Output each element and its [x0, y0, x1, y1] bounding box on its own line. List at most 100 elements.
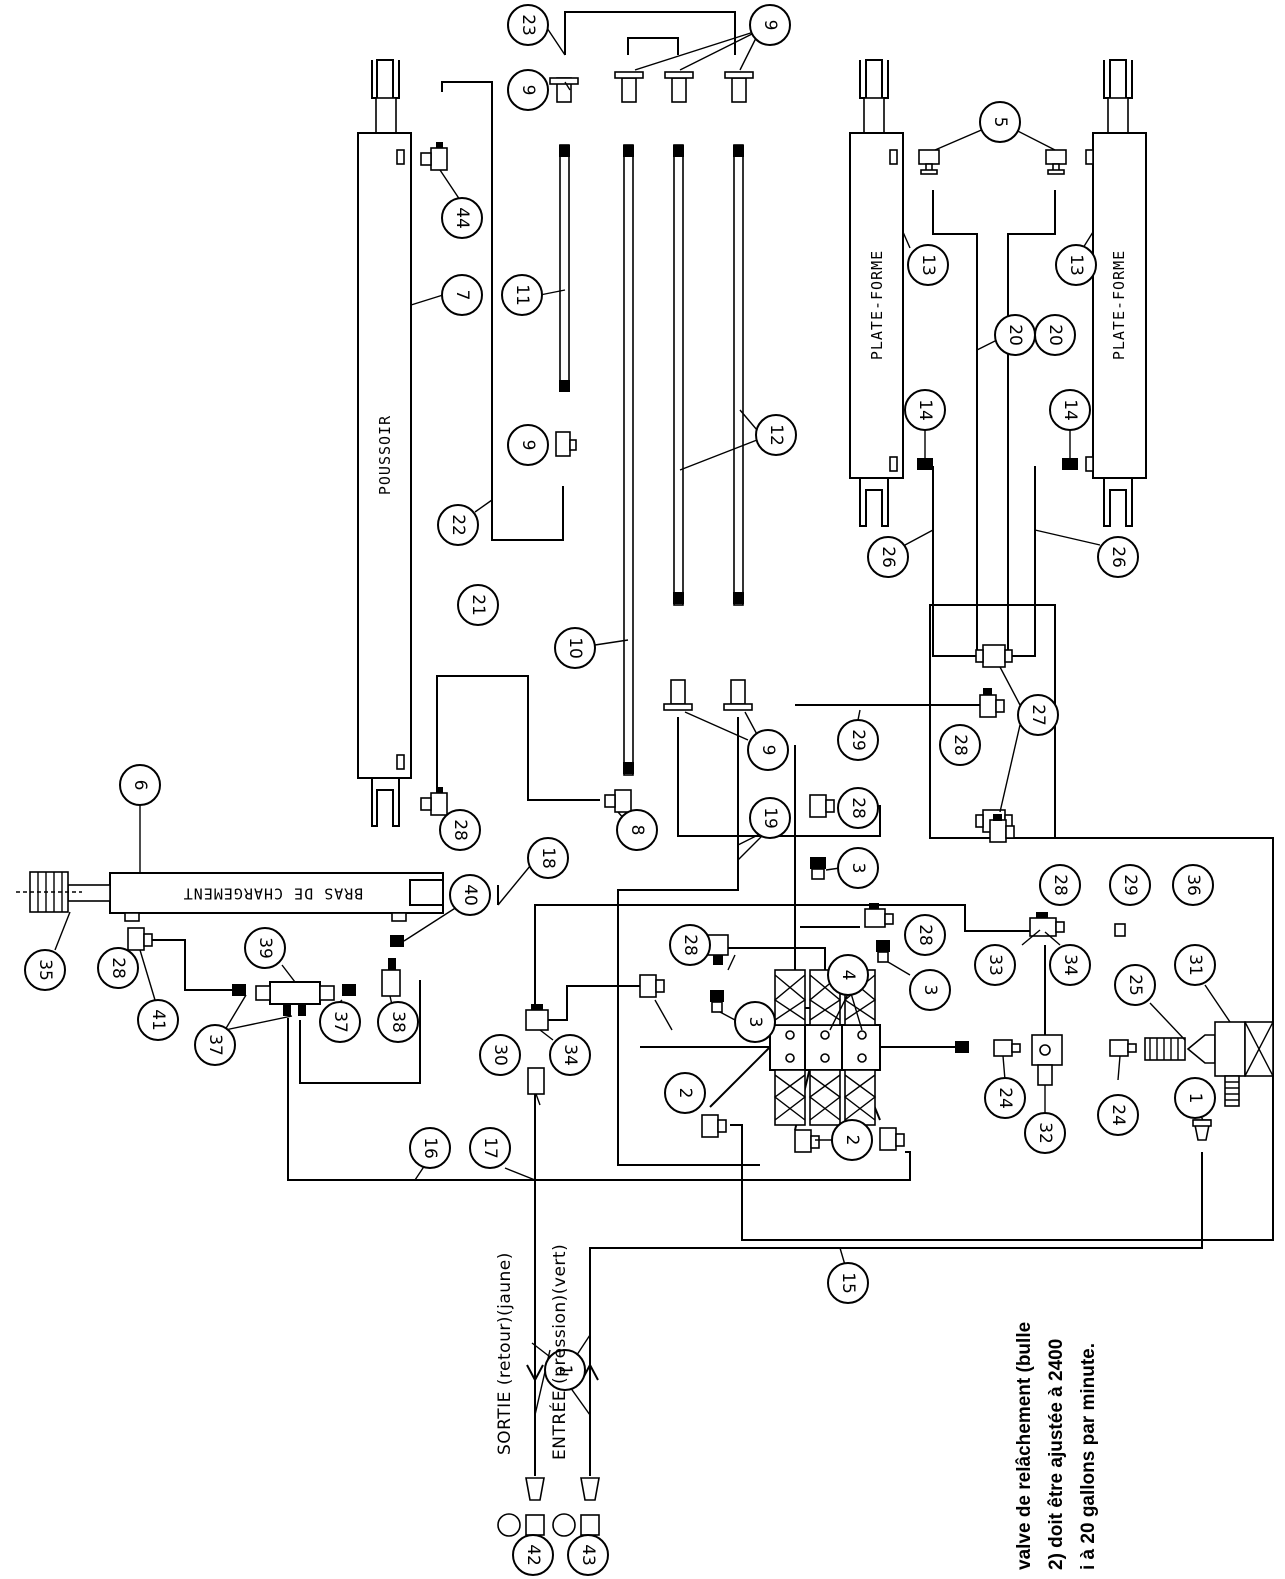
svg-text:29: 29: [1120, 874, 1140, 896]
svg-text:28: 28: [1050, 874, 1070, 896]
callout-bubble-32: 32: [1024, 1112, 1066, 1154]
svg-text:20: 20: [1005, 324, 1025, 346]
callout-bubble-3: 3: [837, 847, 879, 889]
callout-bubble-20: 20: [1034, 314, 1076, 356]
svg-text:18: 18: [538, 847, 558, 869]
callout-bubble-28: 28: [837, 787, 879, 829]
svg-text:31: 31: [1185, 954, 1205, 976]
callout-bubble-19: 19: [749, 797, 791, 839]
callout-bubble-36: 36: [1172, 864, 1214, 906]
svg-text:36: 36: [1183, 874, 1203, 896]
callout-bubble-2: 2: [831, 1119, 873, 1161]
callout-bubble-44: 44: [441, 197, 483, 239]
svg-text:9: 9: [760, 20, 780, 31]
svg-text:19: 19: [760, 807, 780, 829]
svg-text:5: 5: [990, 117, 1010, 128]
svg-text:37: 37: [205, 1034, 225, 1056]
svg-text:32: 32: [1035, 1122, 1055, 1144]
platform-cylinder-right: PLATE-FORME: [1085, 59, 1147, 527]
svg-text:24: 24: [995, 1087, 1015, 1109]
svg-text:34: 34: [1060, 954, 1080, 976]
svg-text:14: 14: [1060, 399, 1080, 421]
callout-bubble-29: 29: [837, 719, 879, 761]
svg-text:28: 28: [950, 734, 970, 756]
valve-manifold: [769, 969, 881, 1126]
callout-bubble-37: 37: [194, 1024, 236, 1066]
svg-text:23: 23: [518, 14, 538, 36]
svg-text:35: 35: [35, 959, 55, 981]
callout-bubble-27: 27: [1017, 694, 1059, 736]
callout-bubble-29: 29: [1109, 864, 1151, 906]
svg-text:27: 27: [1028, 704, 1048, 726]
callout-bubble-38: 38: [377, 1001, 419, 1043]
callout-bubble-30: 30: [479, 1034, 521, 1076]
pusher-label: POUSSOIR: [376, 415, 394, 495]
callout-bubble-28: 28: [1039, 864, 1081, 906]
callout-bubble-6: 6: [119, 764, 161, 806]
callout-bubble-34: 34: [549, 1034, 591, 1076]
svg-text:40: 40: [460, 884, 480, 906]
callout-bubble-37: 37: [319, 1001, 361, 1043]
svg-text:9: 9: [758, 745, 778, 756]
callout-bubble-22: 22: [437, 504, 479, 546]
callout-bubble-9: 9: [507, 424, 549, 466]
svg-text:22: 22: [448, 514, 468, 536]
callout-bubble-7: 7: [441, 274, 483, 316]
callout-bubble-24: 24: [984, 1077, 1026, 1119]
svg-text:20: 20: [1045, 324, 1065, 346]
svg-text:28: 28: [915, 924, 935, 946]
callout-bubble-14: 14: [1049, 389, 1091, 431]
pusher-cylinder: POUSSOIR: [357, 59, 412, 827]
callout-bubble-39: 39: [244, 927, 286, 969]
svg-text:28: 28: [848, 797, 868, 819]
callout-bubble-40: 40: [449, 874, 491, 916]
callout-bubble-16: 16: [409, 1127, 451, 1169]
svg-text:10: 10: [565, 637, 585, 659]
platform-right-label: PLATE-FORME: [1110, 250, 1128, 360]
svg-text:2: 2: [842, 1135, 862, 1146]
svg-text:37: 37: [330, 1011, 350, 1033]
callout-bubble-43: 43: [567, 1534, 609, 1576]
svg-text:25: 25: [1125, 974, 1145, 996]
svg-text:1: 1: [555, 1365, 575, 1376]
callout-bubble-1: 1: [1174, 1077, 1216, 1119]
callout-bubble-9: 9: [749, 4, 791, 46]
callout-bubble-15: 15: [827, 1262, 869, 1304]
callout-bubble-28: 28: [669, 924, 711, 966]
svg-text:42: 42: [523, 1544, 543, 1566]
platform-cylinder-left: PLATE-FORME: [849, 59, 904, 527]
callout-bubble-13: 13: [907, 244, 949, 286]
svg-text:1: 1: [1185, 1093, 1205, 1104]
callout-bubble-3: 3: [909, 969, 951, 1011]
svg-text:44: 44: [452, 207, 472, 229]
callout-bubble-25: 25: [1114, 964, 1156, 1006]
note-line-2: 2) doit être ajustée à 2400: [1046, 1339, 1067, 1570]
relief-valve-note: valve de relâchement (bulle 2) doit être…: [1014, 1322, 1099, 1570]
svg-text:3: 3: [920, 985, 940, 996]
platform-left-label: PLATE-FORME: [868, 250, 886, 360]
svg-text:29: 29: [848, 729, 868, 751]
svg-text:3: 3: [848, 863, 868, 874]
callout-bubble-33: 33: [974, 944, 1016, 986]
svg-text:3: 3: [745, 1017, 765, 1028]
loading-arm-cylinder: BRAS DE CHARGEMENT: [16, 871, 444, 922]
svg-text:34: 34: [560, 1044, 580, 1066]
callout-bubble-20: 20: [994, 314, 1036, 356]
callout-bubble-1: 1: [544, 1349, 586, 1391]
svg-text:16: 16: [420, 1137, 440, 1159]
callout-bubble-24: 24: [1097, 1094, 1139, 1136]
callout-bubble-42: 42: [512, 1534, 554, 1576]
callout-bubble-2: 2: [664, 1072, 706, 1114]
callout-bubble-9: 9: [747, 729, 789, 771]
svg-text:30: 30: [490, 1044, 510, 1066]
fittings: [127, 71, 1274, 1537]
svg-text:24: 24: [1108, 1104, 1128, 1126]
svg-text:7: 7: [452, 290, 472, 301]
note-line-1: valve de relâchement (bulle: [1014, 1322, 1035, 1570]
callout-bubble-34: 34: [1049, 944, 1091, 986]
callout-bubble-26: 26: [1097, 536, 1139, 578]
callout-bubble-17: 17: [469, 1127, 511, 1169]
svg-text:28: 28: [680, 934, 700, 956]
svg-text:28: 28: [108, 957, 128, 979]
